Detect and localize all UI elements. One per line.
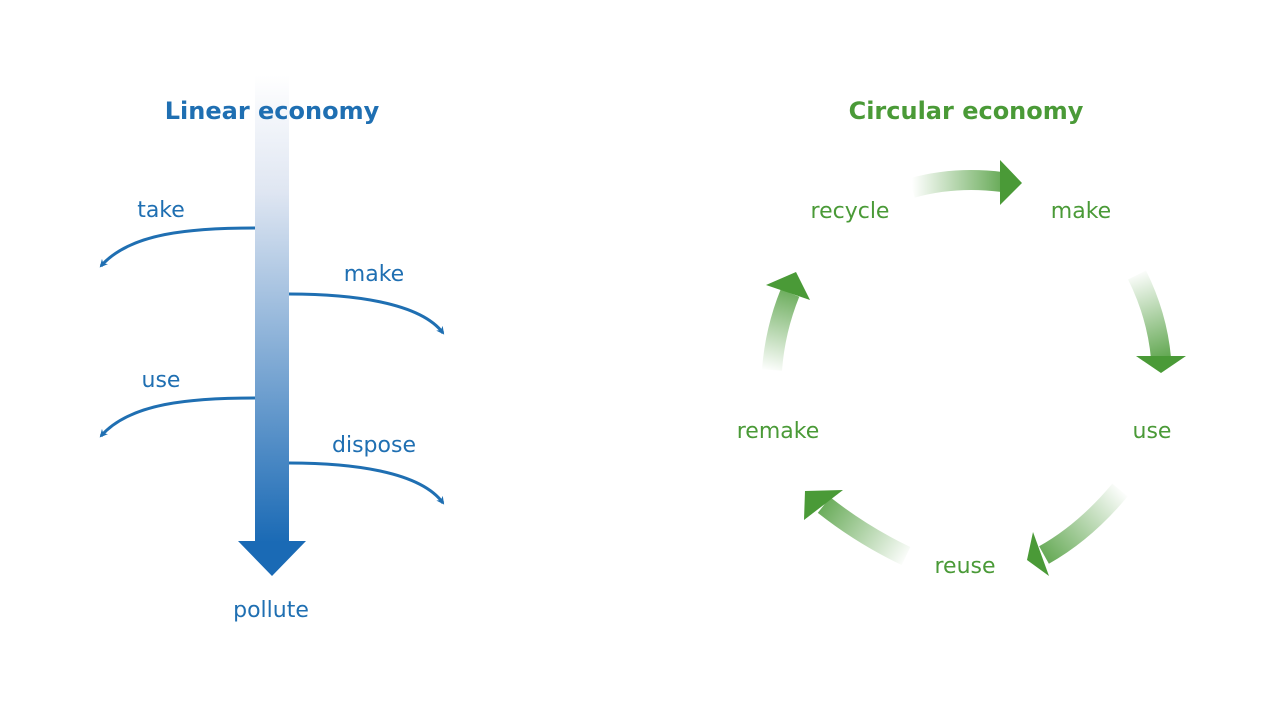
linear-end-pollute: pollute <box>233 598 309 623</box>
take-branch-arrow <box>99 226 256 268</box>
reuse-to-remake-arrow <box>804 490 911 566</box>
circular-economy-title: Circular economy <box>848 97 1084 125</box>
linear-step-dispose: dispose <box>332 433 416 458</box>
recycle-to-make-arrow <box>909 160 1022 205</box>
use-to-reuse-arrow <box>1027 483 1128 576</box>
circular-step-reuse: reuse <box>934 554 996 579</box>
circular-step-use: use <box>1132 419 1172 444</box>
linear-main-arrow <box>238 75 306 576</box>
linear-step-make: make <box>343 262 405 287</box>
make-to-use-arrow <box>1128 270 1186 373</box>
dispose-branch-arrow <box>288 461 445 505</box>
circular-step-remake: remake <box>736 419 820 444</box>
linear-economy-title: Linear economy <box>164 97 380 125</box>
circular-step-make: make <box>1050 199 1112 224</box>
remake-to-recycle-arrow <box>762 272 810 371</box>
circular-step-recycle: recycle <box>810 199 890 224</box>
make-branch-arrow <box>288 292 445 335</box>
use-branch-arrow <box>99 396 256 438</box>
linear-step-use: use <box>141 368 181 393</box>
linear-step-take: take <box>137 198 185 223</box>
